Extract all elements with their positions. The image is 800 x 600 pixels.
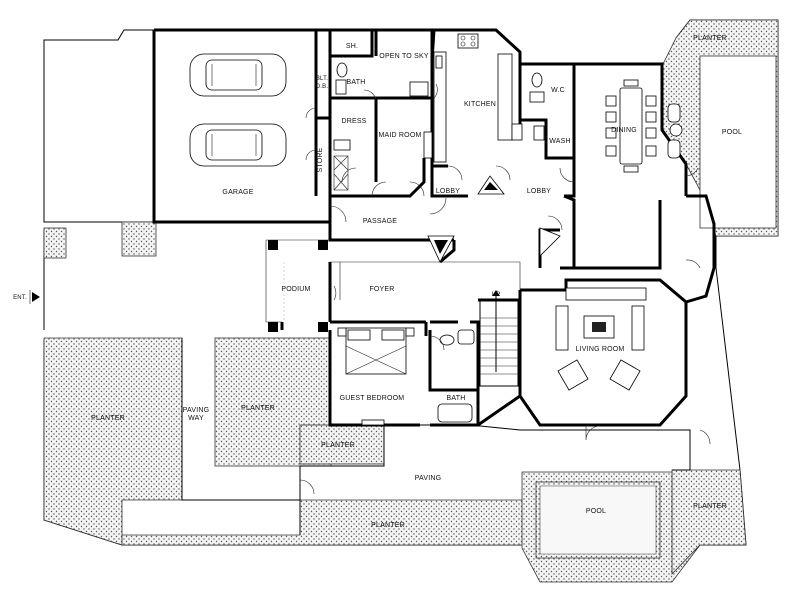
- entrance-arrow-icon: [32, 292, 40, 302]
- label-wash: WASH: [549, 138, 571, 145]
- label-podium: PODIUM: [281, 286, 310, 293]
- label-pool-bottom: POOL: [586, 508, 606, 515]
- label-planter-mid: PLANTER: [241, 405, 275, 412]
- label-wc: W.C: [551, 87, 565, 94]
- label-ent: ENT.: [13, 295, 27, 301]
- podium-outline: [265, 239, 341, 323]
- planter-bottom: [121, 499, 529, 546]
- label-kitchen: KITCHEN: [464, 101, 496, 108]
- doors: [299, 83, 711, 495]
- label-maid-room: MAID ROOM: [378, 132, 421, 139]
- kitchen-fixtures: [433, 33, 523, 163]
- label-pool-right: POOL: [722, 129, 742, 136]
- label-bltdb: BLT.D.B.: [316, 76, 329, 90]
- label-bath-lower: BATH: [447, 395, 466, 402]
- label-planter-small: PLANTER: [321, 442, 355, 449]
- label-lobby-left: LOBBY: [436, 188, 460, 195]
- label-planter-top-right: PLANTER: [693, 35, 727, 42]
- planter-near-garage: [121, 221, 157, 257]
- label-planter-bottom-right: PLANTER: [693, 503, 727, 510]
- label-dress: DRESS: [341, 118, 366, 125]
- label-bath-upper: BATH: [347, 79, 366, 86]
- label-garage: GARAGE: [222, 189, 253, 196]
- label-guest-bedroom: GUEST BEDROOM: [340, 395, 405, 402]
- label-planter-big-left: PLANTER: [91, 415, 125, 422]
- columns: [268, 240, 328, 332]
- guest-bed: [337, 327, 415, 426]
- lobby-pillars: [427, 175, 561, 263]
- foyer-outline: [340, 261, 521, 290]
- label-paving: PAVING: [415, 475, 442, 482]
- site-boundary: [43, 29, 155, 223]
- label-foyer: FOYER: [369, 286, 394, 293]
- label-store: STORE: [317, 147, 324, 172]
- pool-bottom-water: [539, 485, 657, 555]
- label-planter-bottom: PLANTER: [371, 522, 405, 529]
- label-open-to-sky: OPEN TO SKY: [379, 53, 429, 60]
- car-bottom: [189, 123, 287, 167]
- label-passage: PASSAGE: [363, 218, 397, 225]
- living-furniture: [555, 287, 647, 391]
- bath-upper-fixtures: [333, 62, 433, 191]
- bath-lower-fixtures: [437, 329, 475, 423]
- dining-table: [605, 79, 683, 173]
- label-living-room: LIVING ROOM: [576, 346, 625, 353]
- planter-top-left-strip: [43, 227, 67, 259]
- pool-right: [699, 55, 777, 229]
- label-sh: SH.: [346, 43, 358, 50]
- staircase: [479, 290, 519, 387]
- label-up: UP: [492, 292, 501, 298]
- car-top: [189, 53, 287, 97]
- label-lobby-right: LOBBY: [527, 188, 551, 195]
- planter-bottom-right: [671, 469, 747, 575]
- walls: [152, 28, 716, 427]
- label-dining: DINING: [611, 127, 637, 134]
- wc-fixtures: [529, 72, 545, 141]
- planter-big-left: [43, 337, 183, 546]
